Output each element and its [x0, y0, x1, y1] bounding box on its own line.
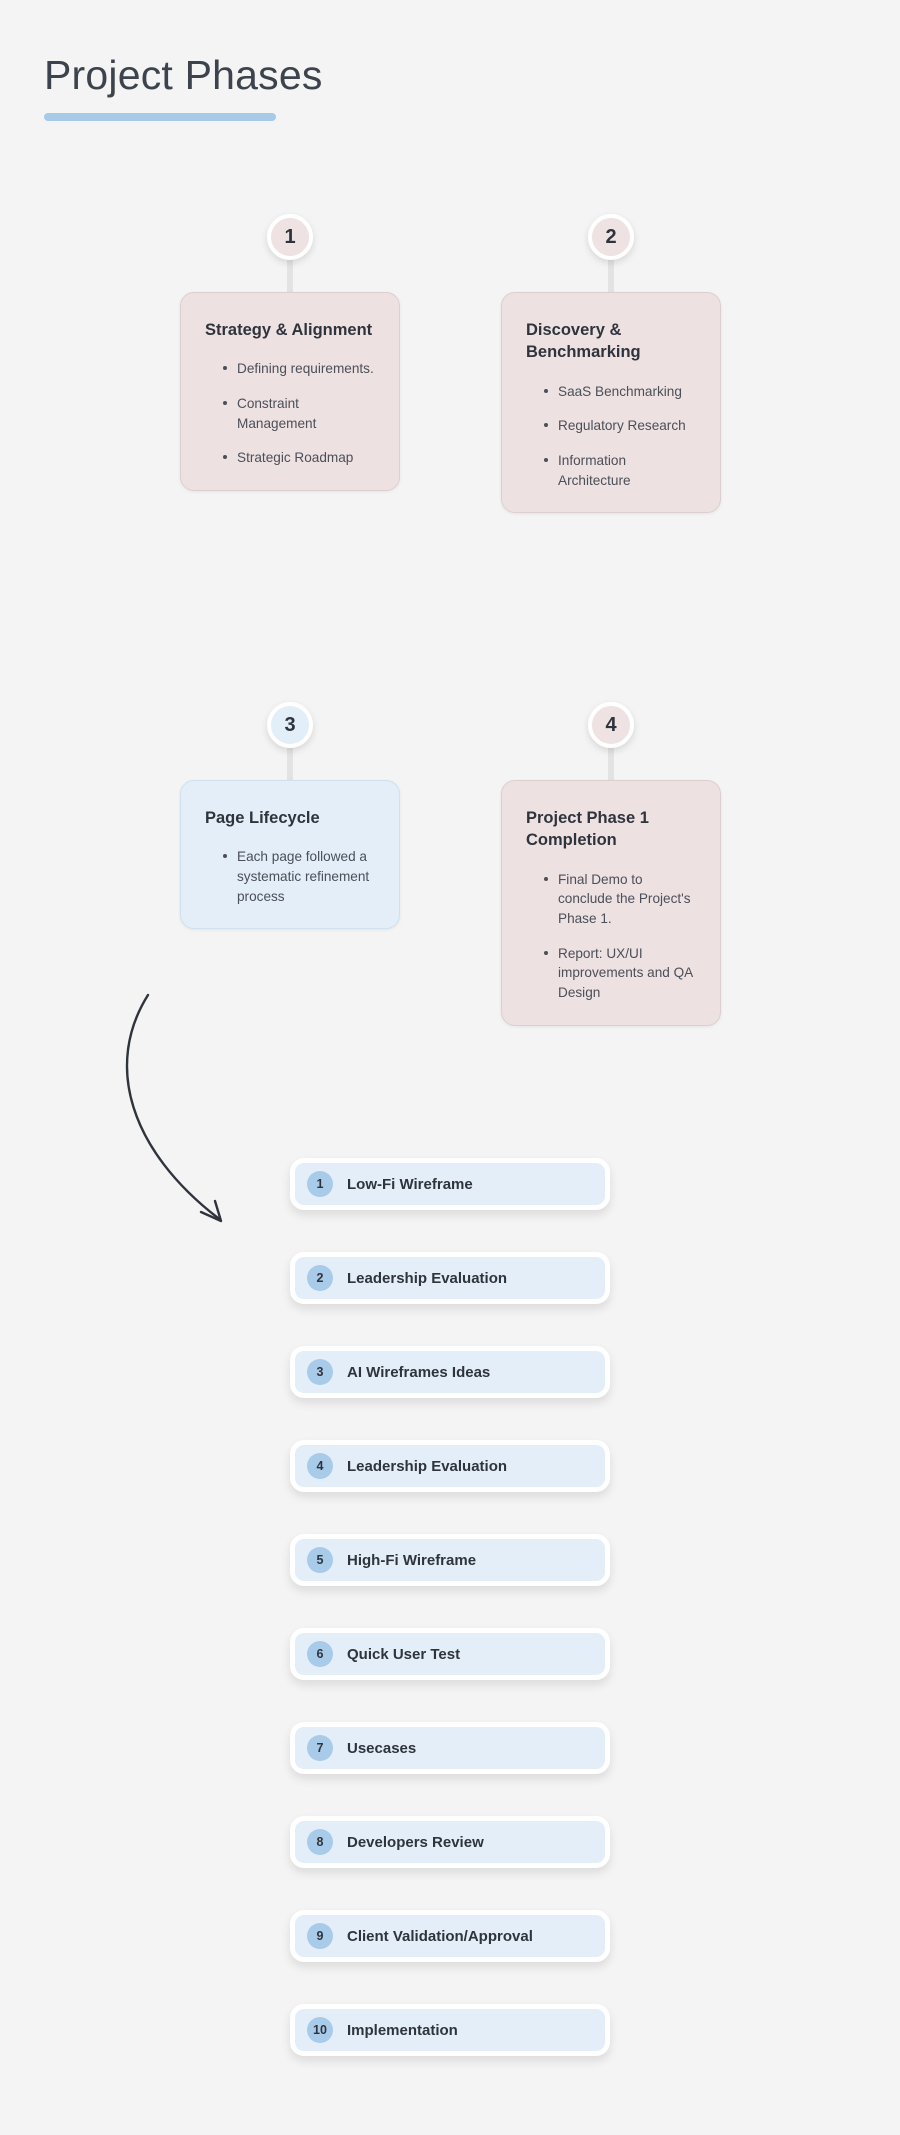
- step-number-badge: 10: [307, 2017, 333, 2043]
- step-label: Implementation: [347, 2021, 458, 2039]
- step-number-badge: 2: [307, 1265, 333, 1291]
- phase-number-badge-2: 2: [588, 214, 634, 260]
- phase-bullet-list-1: Defining requirements. Constraint Manage…: [205, 359, 375, 468]
- step-label: Low-Fi Wireframe: [347, 1175, 473, 1193]
- phase-body-3: Page Lifecycle Each page followed a syst…: [180, 780, 400, 930]
- phase-title-1: Strategy & Alignment: [205, 321, 373, 339]
- step-number-badge: 3: [307, 1359, 333, 1385]
- list-item: Information Architecture: [544, 451, 696, 490]
- phase-stem-4: [608, 742, 614, 786]
- phase-number-badge-4: 4: [588, 702, 634, 748]
- phase-body-1: Strategy & Alignment Defining requiremen…: [180, 292, 400, 492]
- phase-title-3: Page Lifecycle: [205, 809, 320, 827]
- step-number-badge: 7: [307, 1735, 333, 1761]
- phase-title-2: Discovery & Benchmarking: [526, 321, 641, 362]
- step-label: Leadership Evaluation: [347, 1457, 508, 1475]
- list-item[interactable]: 3 AI Wireframes Ideas: [290, 1346, 610, 1398]
- step-number-badge: 8: [307, 1829, 333, 1855]
- phase-bullet-list-3: Each page followed a systematic refineme…: [205, 847, 375, 906]
- curved-arrow-icon: [125, 993, 223, 1223]
- phase-number-badge-1: 1: [267, 214, 313, 260]
- step-label: High-Fi Wireframe: [347, 1551, 477, 1569]
- step-number-badge: 1: [307, 1171, 333, 1197]
- step-label: Leadership Evaluation: [347, 1269, 508, 1287]
- step-label: Developers Review: [347, 1833, 484, 1851]
- step-label: Usecases: [347, 1739, 417, 1757]
- phase-body-2: Discovery & Benchmarking SaaS Benchmarki…: [501, 292, 721, 514]
- list-item: Constraint Management: [223, 394, 375, 433]
- list-item[interactable]: 6 Quick User Test: [290, 1628, 610, 1680]
- list-item: Defining requirements.: [223, 359, 375, 379]
- header: Project Phases: [44, 52, 323, 122]
- step-number-badge: 4: [307, 1453, 333, 1479]
- list-item[interactable]: 2 Leadership Evaluation: [290, 1252, 610, 1304]
- step-label: Quick User Test: [347, 1645, 461, 1663]
- list-item: Report: UX/UI improvements and QA Design: [544, 944, 696, 1003]
- page-title: Project Phases: [44, 52, 323, 98]
- phase-stem-2: [608, 254, 614, 298]
- list-item[interactable]: 9 Client Validation/Approval: [290, 1910, 610, 1962]
- step-number-badge: 6: [307, 1641, 333, 1667]
- step-number-badge: 5: [307, 1547, 333, 1573]
- list-item[interactable]: 5 High-Fi Wireframe: [290, 1534, 610, 1586]
- phase-bullet-list-4: Final Demo to conclude the Project's Pha…: [526, 870, 696, 1003]
- phase-title-4: Project Phase 1 Completion: [526, 809, 649, 850]
- list-item[interactable]: 4 Leadership Evaluation: [290, 1440, 610, 1492]
- step-list: 1 Low-Fi Wireframe 2 Leadership Evaluati…: [290, 1158, 610, 2056]
- list-item[interactable]: 7 Usecases: [290, 1722, 610, 1774]
- step-number-badge: 9: [307, 1923, 333, 1949]
- list-item: Strategic Roadmap: [223, 448, 375, 468]
- phase-number-badge-3: 3: [267, 702, 313, 748]
- list-item[interactable]: 8 Developers Review: [290, 1816, 610, 1868]
- list-item[interactable]: 10 Implementation: [290, 2004, 610, 2056]
- phase-body-4: Project Phase 1 Completion Final Demo to…: [501, 780, 721, 1026]
- list-item: Regulatory Research: [544, 416, 696, 436]
- phase-bullet-list-2: SaaS Benchmarking Regulatory Research In…: [526, 382, 696, 491]
- phase-stem-3: [287, 742, 293, 786]
- list-item: Final Demo to conclude the Project's Pha…: [544, 870, 696, 929]
- title-underline-accent: [44, 113, 276, 122]
- list-item[interactable]: 1 Low-Fi Wireframe: [290, 1158, 610, 1210]
- list-item: SaaS Benchmarking: [544, 382, 696, 402]
- phase-stem-1: [287, 254, 293, 298]
- step-label: AI Wireframes Ideas: [347, 1363, 491, 1381]
- step-label: Client Validation/Approval: [347, 1927, 533, 1945]
- list-item: Each page followed a systematic refineme…: [223, 847, 375, 906]
